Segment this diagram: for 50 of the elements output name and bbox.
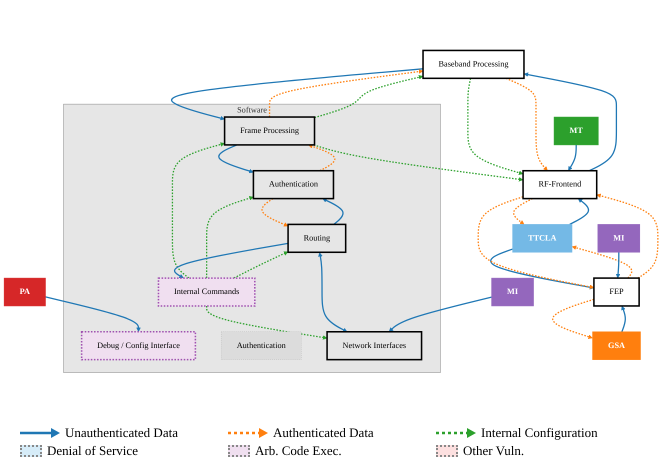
node-box: Authentication [220,332,302,360]
node-box: Baseband Processing [422,50,525,80]
arrow [308,144,336,172]
arrow [478,196,594,290]
arrow [621,306,626,332]
arrow [572,246,632,278]
arrow [172,142,225,279]
node-box: TTCLA [512,224,572,253]
arrow [174,242,288,278]
node-box: RF-Frontend [522,170,598,200]
arrow [218,144,254,174]
node-box: Authentication [252,170,334,200]
arrow [206,196,254,278]
arrow [261,198,288,227]
node-box: Network Interfaces [326,331,422,360]
arrow [513,198,533,225]
node-box: PA [4,278,46,306]
arrow [234,251,288,279]
legend-text: Denial of Service [47,443,138,459]
arrow [318,252,348,332]
arrow [171,68,424,120]
node-box: Frame Processing [224,116,316,146]
node-box: GSA [592,332,641,360]
node-box: Debug / Config Interface [80,331,196,360]
legend-text: Arb. Code Exec. [255,443,342,459]
arrow [45,296,141,332]
node-box: MI [491,278,534,306]
node-box: Internal Commands [158,277,256,307]
arrow [506,78,548,171]
arrow [388,296,492,332]
arrow [314,75,424,118]
arrow [596,194,659,279]
node-box: Routing [287,224,346,254]
arrow [616,252,620,278]
arrow [467,78,524,175]
node-box: MT [554,116,599,146]
arrow [322,198,344,225]
legend-text: Other Vuln. [463,443,524,459]
node-box: MI [598,224,640,253]
arrow [568,144,577,171]
legend-text: Internal Configuration [481,425,598,441]
arrow [206,306,328,340]
arrow [569,198,590,225]
arrow [268,69,424,118]
legend-text: Authenticated Data [273,425,374,441]
legend-text: Unauthenticated Data [65,425,178,441]
arrow [314,144,524,182]
node-box: FEP [593,277,640,307]
arrow [524,72,618,172]
arrow [552,298,594,339]
